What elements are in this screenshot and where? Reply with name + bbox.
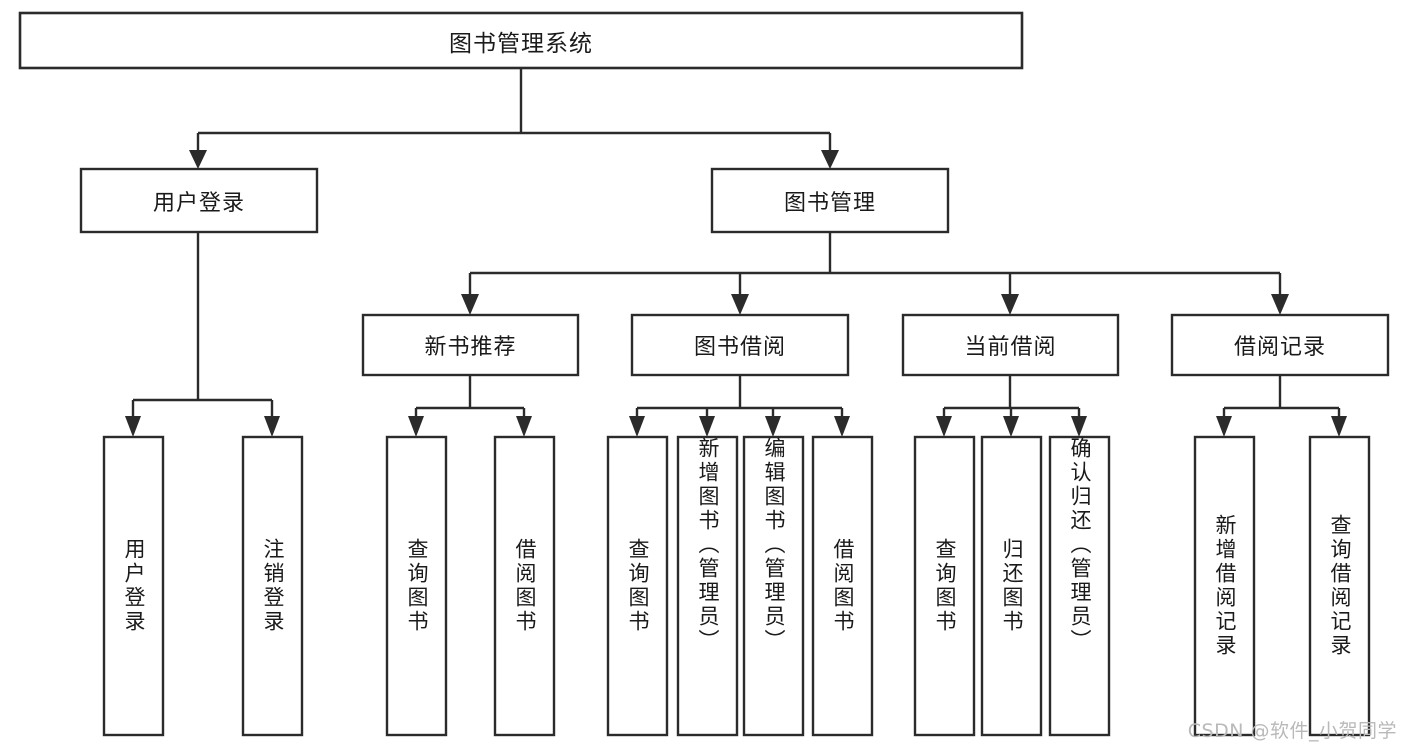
leaf-cb-confirm-box[interactable] (1048, 435, 1111, 737)
arrow-head-nb-leaf1 (408, 416, 424, 437)
leaf-user-login-box[interactable] (102, 435, 165, 737)
arrow-head-bb-leaf1 (629, 416, 645, 437)
arrow-head-cb-leaf3 (1071, 416, 1087, 437)
node-book-borrow-box[interactable] (630, 313, 850, 377)
node-borrow-records-box[interactable] (1170, 313, 1390, 377)
leaf-nb-borrow-box[interactable] (493, 435, 556, 737)
arrow-head-nb-leaf2 (516, 416, 532, 437)
leaf-bb-add-box[interactable] (676, 435, 739, 737)
arrow-head-cb-leaf1 (936, 416, 952, 437)
arrow-head-book-borrow (731, 294, 749, 315)
arrow-head-cb-leaf2 (1003, 416, 1019, 437)
node-user-login-box[interactable] (79, 167, 319, 234)
arrow-head-leaf-user-login (125, 416, 141, 437)
leaf-bb-edit-box[interactable] (742, 435, 805, 737)
node-root-box[interactable] (18, 11, 1024, 70)
arrow-head-user-login (189, 150, 207, 169)
arrow-head-br-leaf2 (1331, 416, 1347, 437)
arrow-head-br-leaf1 (1216, 416, 1232, 437)
arrow-head-current-borrow (1001, 294, 1019, 315)
arrow-head-new-book (461, 294, 479, 315)
arrow-head-book-mgmt (821, 150, 839, 169)
leaf-br-query-box[interactable] (1308, 435, 1371, 737)
leaf-bb-borrow-box[interactable] (811, 435, 874, 737)
leaf-br-add-box[interactable] (1193, 435, 1256, 737)
node-new-book-box[interactable] (361, 313, 580, 377)
leaf-nb-query-box[interactable] (385, 435, 448, 737)
arrow-head-bb-leaf3 (765, 416, 781, 437)
leaf-cb-return-box[interactable] (980, 435, 1043, 737)
leaf-cb-query-box[interactable] (913, 435, 976, 737)
arrow-head-bb-leaf2 (699, 416, 715, 437)
arrow-head-bb-leaf4 (834, 416, 850, 437)
leaf-logout-box[interactable] (241, 435, 304, 737)
leaf-bb-query-box[interactable] (606, 435, 669, 737)
node-book-management-box[interactable] (710, 167, 950, 234)
arrow-head-leaf-logout (264, 416, 280, 437)
arrow-head-borrow-records (1271, 294, 1289, 315)
node-current-borrow-box[interactable] (901, 313, 1120, 377)
